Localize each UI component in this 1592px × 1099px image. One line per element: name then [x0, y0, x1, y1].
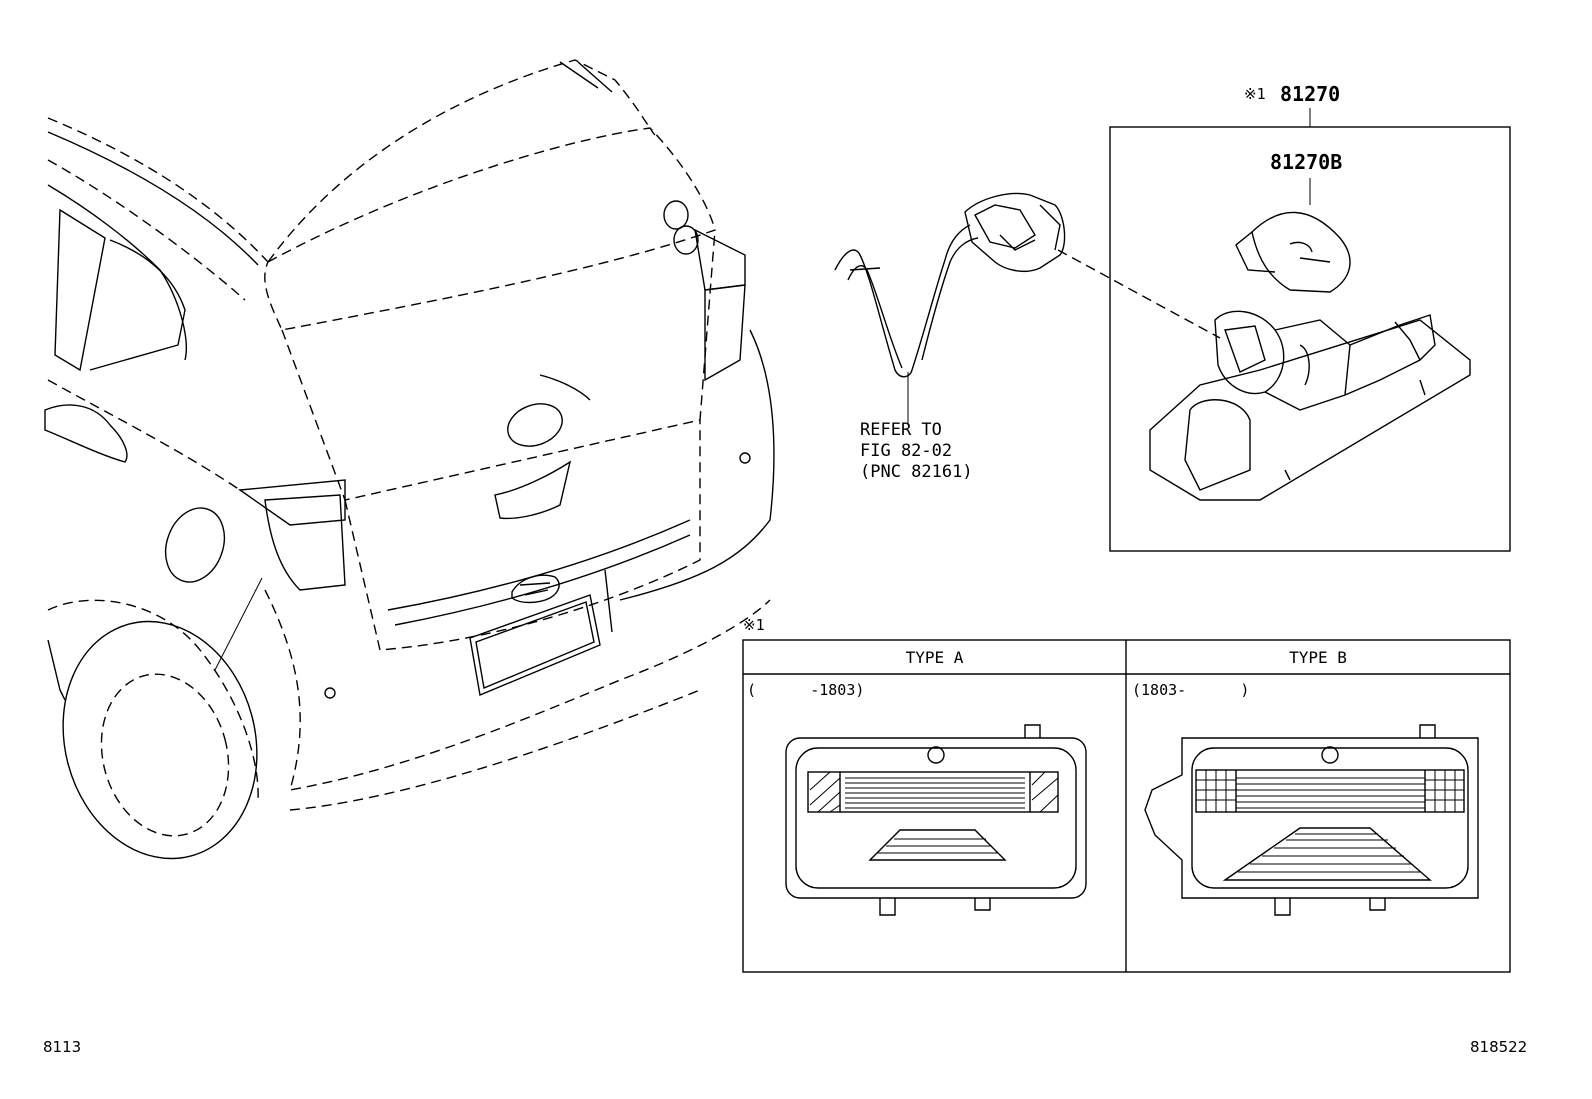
bulb-part-number: 81270B [1270, 150, 1343, 174]
type-b-title: TYPE B [1289, 648, 1347, 667]
wire-harness [834, 192, 1221, 425]
bulb-drawing [1235, 178, 1351, 293]
variant-table-mark: ※1 [743, 616, 765, 634]
type-b-date-range: (1803- ) [1132, 681, 1250, 699]
footer-right-code: 818522 [1470, 1038, 1528, 1056]
reference-line-3: (PNC 82161) [860, 462, 973, 482]
car-rear-illustration [44, 59, 775, 860]
type-b-lens-drawing [1144, 724, 1479, 916]
lamp-housing-drawing [1149, 310, 1471, 501]
variant-table [742, 639, 1511, 973]
type-a-lens-drawing [785, 724, 1087, 916]
assembly-part-number: 81270 [1280, 82, 1341, 106]
type-a-date-range: ( -1803) [747, 681, 865, 699]
assembly-mark: ※1 [1244, 85, 1266, 103]
type-a-title: TYPE A [905, 648, 964, 667]
footer-left-code: 8113 [43, 1038, 82, 1056]
assembly-box [1109, 108, 1511, 552]
reference-line-1: REFER TO [860, 420, 942, 440]
reference-line-2: FIG 82-02 [860, 441, 953, 461]
